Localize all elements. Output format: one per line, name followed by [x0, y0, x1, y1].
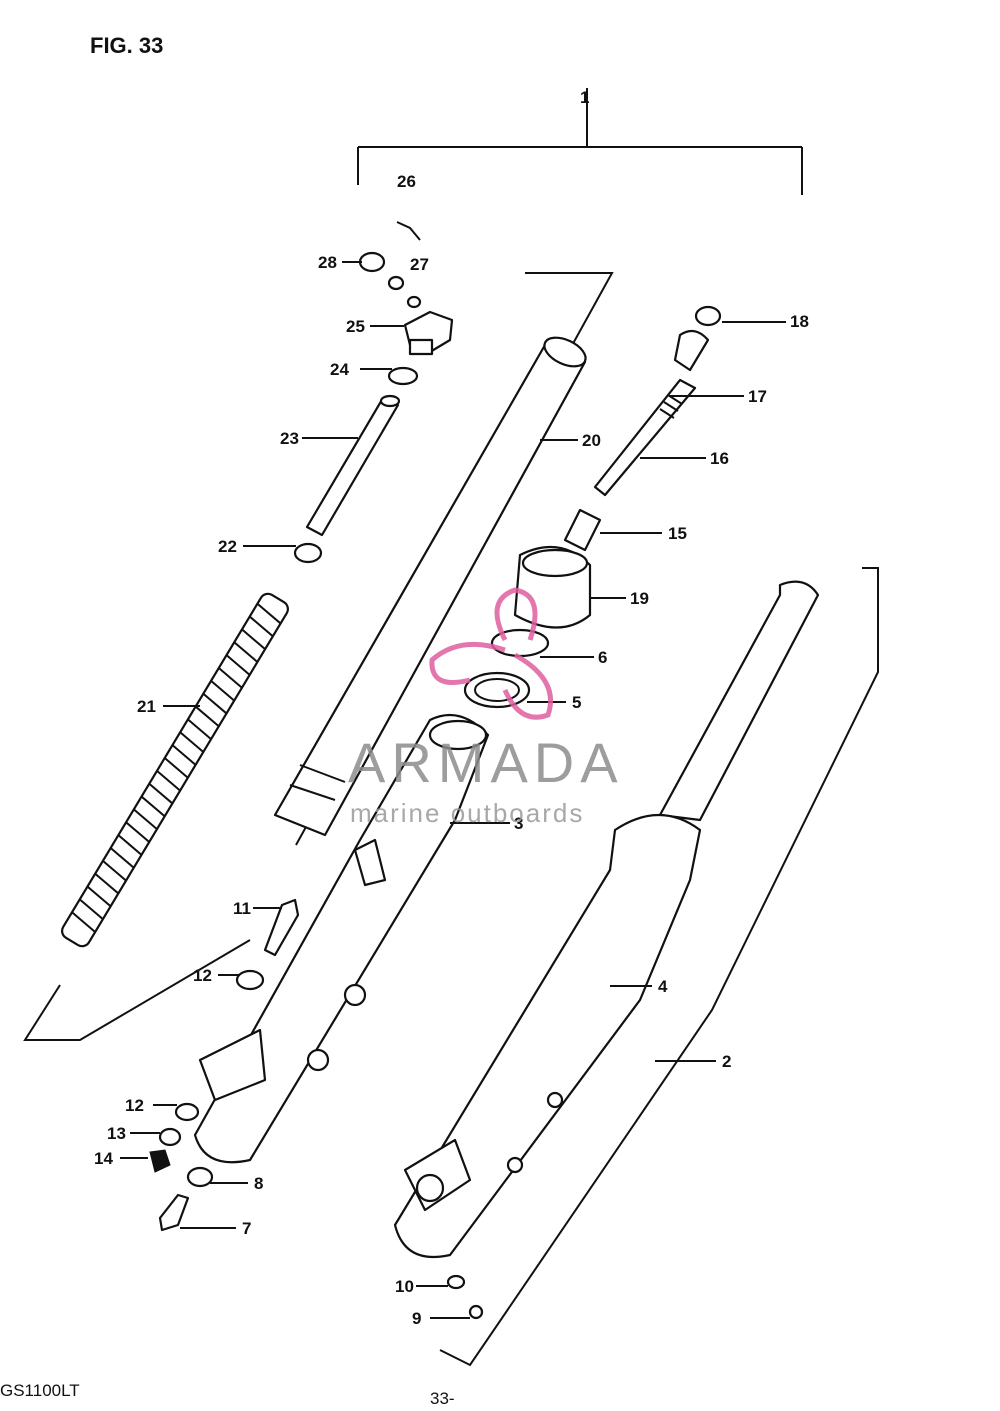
part-label-13: 13	[107, 1124, 126, 1143]
part-labels: 1 2 3 4 5 6 7 8 9 10 11 12 12 13 14 15 1…	[94, 88, 809, 1328]
watermark-name: ARMADA	[348, 731, 624, 794]
part-label-23: 23	[280, 429, 299, 448]
inner-tube	[273, 336, 587, 837]
part-label-14: 14	[94, 1149, 113, 1168]
fasteners	[149, 898, 484, 1320]
part-label-6: 6	[598, 648, 607, 667]
watermark-tagline: marine outboards	[350, 798, 584, 828]
watermark: ARMADA marine outboards	[348, 587, 624, 828]
part-label-8: 8	[254, 1174, 263, 1193]
part-label-18: 18	[790, 312, 809, 331]
part-label-15: 15	[668, 524, 687, 543]
part-label-9: 9	[412, 1309, 421, 1328]
spacer-pipe	[305, 394, 401, 537]
part-label-10: 10	[395, 1277, 414, 1296]
part-label-5: 5	[572, 693, 581, 712]
part-label-3: 3	[514, 814, 523, 833]
leader-lines	[120, 261, 786, 1319]
part-label-25: 25	[346, 317, 365, 336]
outer-tube-right	[393, 580, 820, 1259]
fork-spring	[61, 592, 289, 948]
part-label-19: 19	[630, 589, 649, 608]
cap-bolt-set	[358, 221, 454, 386]
part-label-17: 17	[748, 387, 767, 406]
part-label-21: 21	[137, 697, 156, 716]
part-label-12-top: 12	[193, 966, 212, 985]
part-label-27: 27	[410, 255, 429, 274]
outer-tube-left	[193, 713, 490, 1164]
part-label-7: 7	[242, 1219, 251, 1238]
part-label-26: 26	[397, 172, 416, 191]
propeller-logo-icon	[429, 587, 554, 720]
part-label-1: 1	[580, 88, 589, 107]
damper-rod	[563, 305, 722, 552]
part-label-12-bottom: 12	[125, 1096, 144, 1115]
page-number: 33-	[430, 1389, 455, 1408]
part-label-22: 22	[218, 537, 237, 556]
part-label-11: 11	[233, 899, 251, 918]
model-code: GS1100LT	[0, 1381, 80, 1400]
assembly-1-bracket	[357, 88, 803, 195]
part-label-20: 20	[582, 431, 601, 450]
part-label-28: 28	[318, 253, 337, 272]
part-label-2: 2	[722, 1052, 731, 1071]
part-label-16: 16	[710, 449, 729, 468]
figure-title: FIG. 33	[90, 33, 163, 58]
washer-22	[293, 542, 323, 564]
part-label-4: 4	[658, 977, 668, 996]
part-label-24: 24	[330, 360, 349, 379]
dust-seal	[513, 545, 592, 629]
outer-group-outline	[439, 567, 879, 1367]
